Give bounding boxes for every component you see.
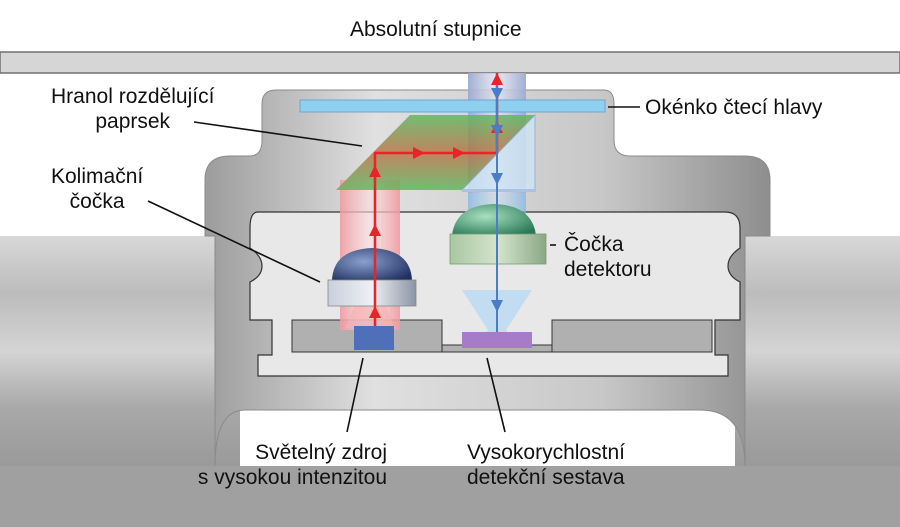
rail-left [0,236,240,466]
base-pocket-right [551,319,713,353]
leader-lines [147,106,640,433]
collimating-lens [327,279,417,307]
absolute-scale [0,51,900,74]
label-light-source: Světelný zdroj s vysokou intenzitou [197,441,387,489]
light-source [354,326,394,350]
rail-right [735,236,900,466]
label-beam-splitter-prism: Hranol rozdělující paprsek [51,85,215,133]
detector-array [462,332,532,348]
label-read-head-window: Okénko čtecí hlavy [645,96,823,119]
collimating-lens-dome [332,248,412,282]
label-detector-array: Vysokorychlostní detekční sestava [467,441,625,489]
label-detector-lens: Čočka detektoru [564,233,652,281]
red-ray-arrows [369,73,503,318]
title-absolute-scale: Absolutní stupnice [350,18,522,41]
detector-lens-dome [452,204,536,235]
label-collimating-lens: Kolimační čočka [51,165,144,213]
read-head-window [299,99,606,113]
blue-ray [491,85,503,332]
